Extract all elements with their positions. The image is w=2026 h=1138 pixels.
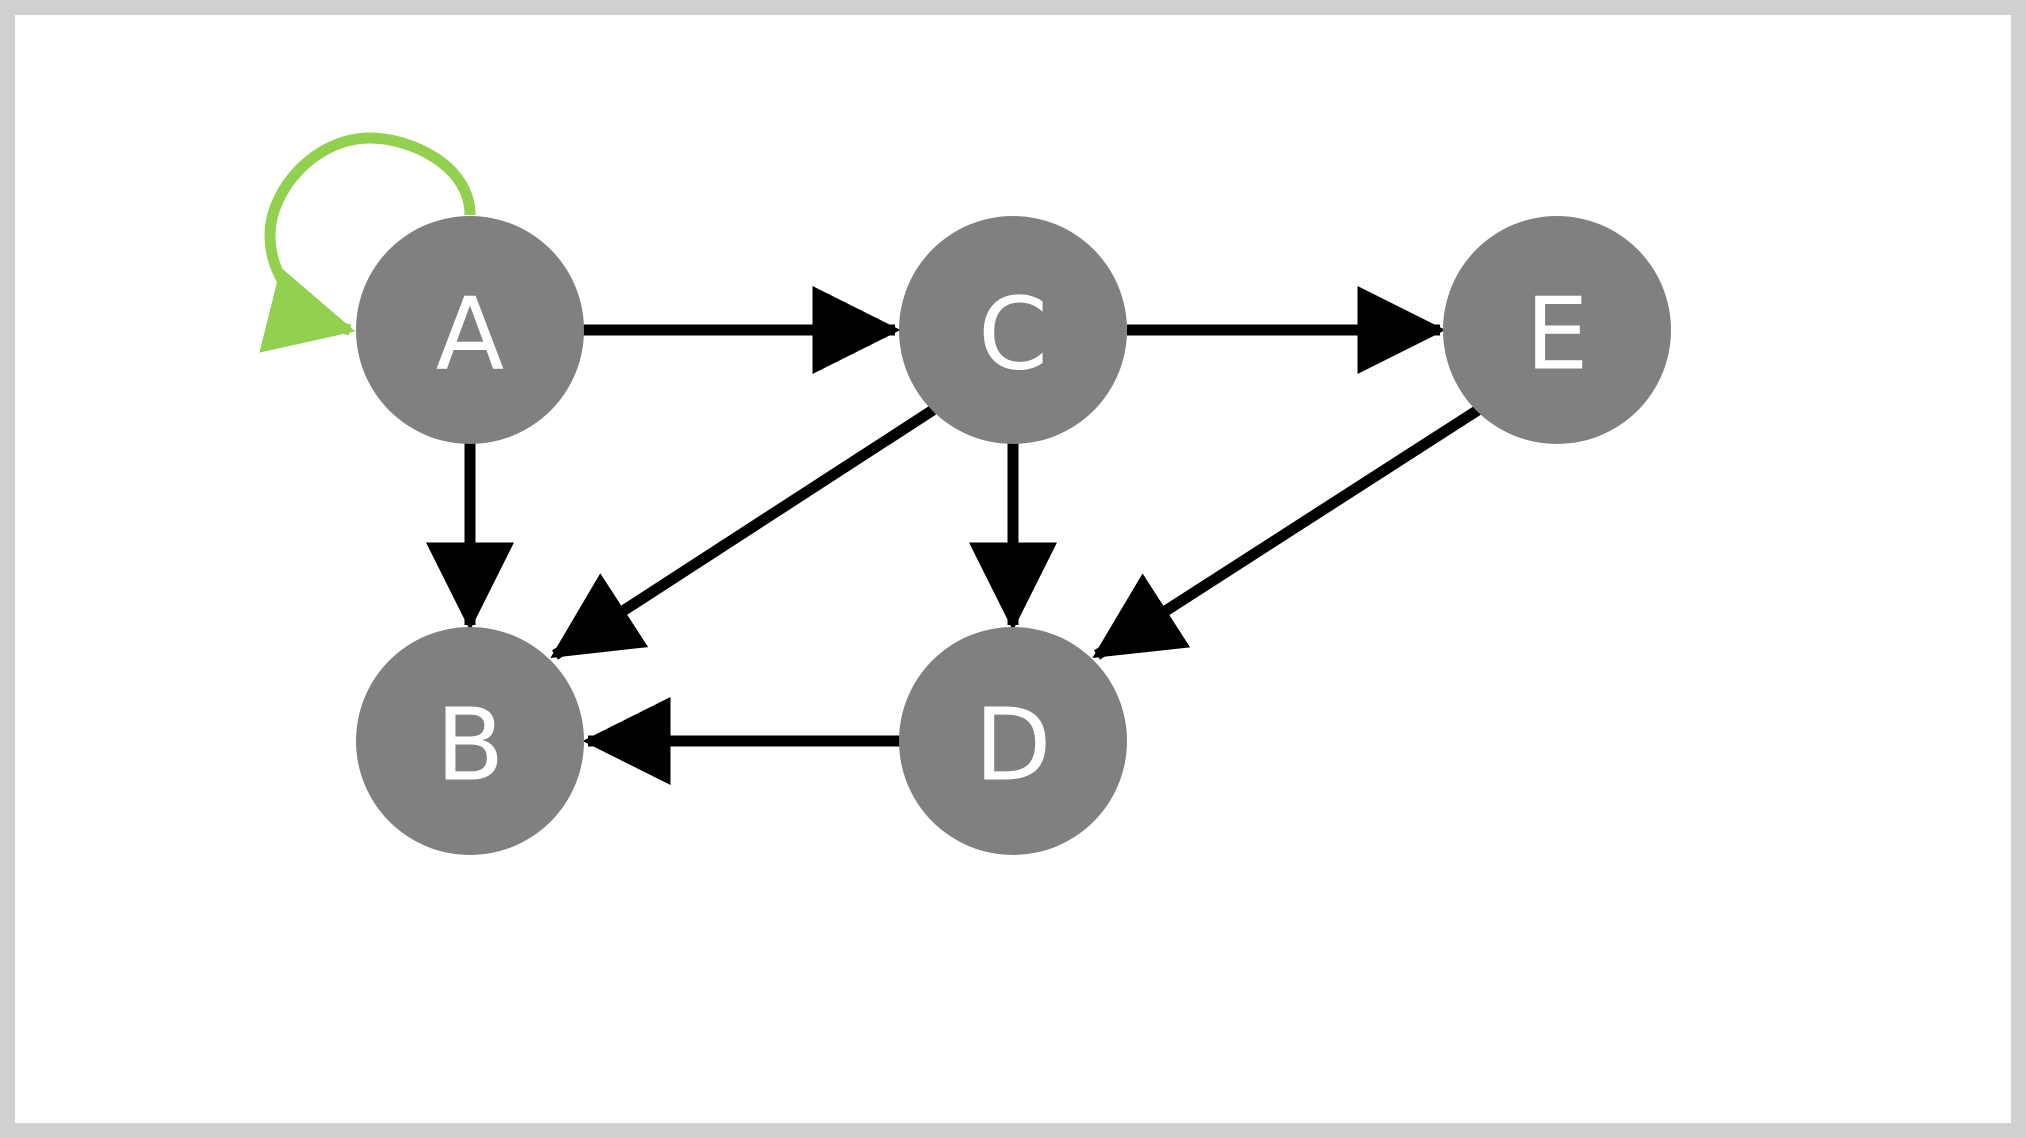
- node-b-label: B: [436, 687, 505, 804]
- node-a-circle: [356, 216, 584, 444]
- node-e-circle: [1443, 216, 1671, 444]
- node-d-circle: [899, 627, 1127, 855]
- edge-a-to-a-self-loop: [259, 132, 476, 353]
- edges: [259, 132, 1481, 785]
- node-b-circle: [356, 627, 584, 855]
- edge-e-to-d: [1092, 405, 1481, 660]
- node-e: E: [1443, 216, 1671, 444]
- node-a-label: A: [436, 276, 504, 393]
- node-d: D: [899, 627, 1127, 855]
- node-e-label: E: [1525, 276, 1588, 393]
- edge-c-to-b: [550, 405, 936, 660]
- node-c-label: C: [978, 276, 1048, 393]
- node-c-circle: [899, 216, 1127, 444]
- node-a: A: [356, 216, 584, 444]
- node-d-label: D: [974, 687, 1051, 804]
- node-b: B: [356, 627, 584, 855]
- node-c: C: [899, 216, 1127, 444]
